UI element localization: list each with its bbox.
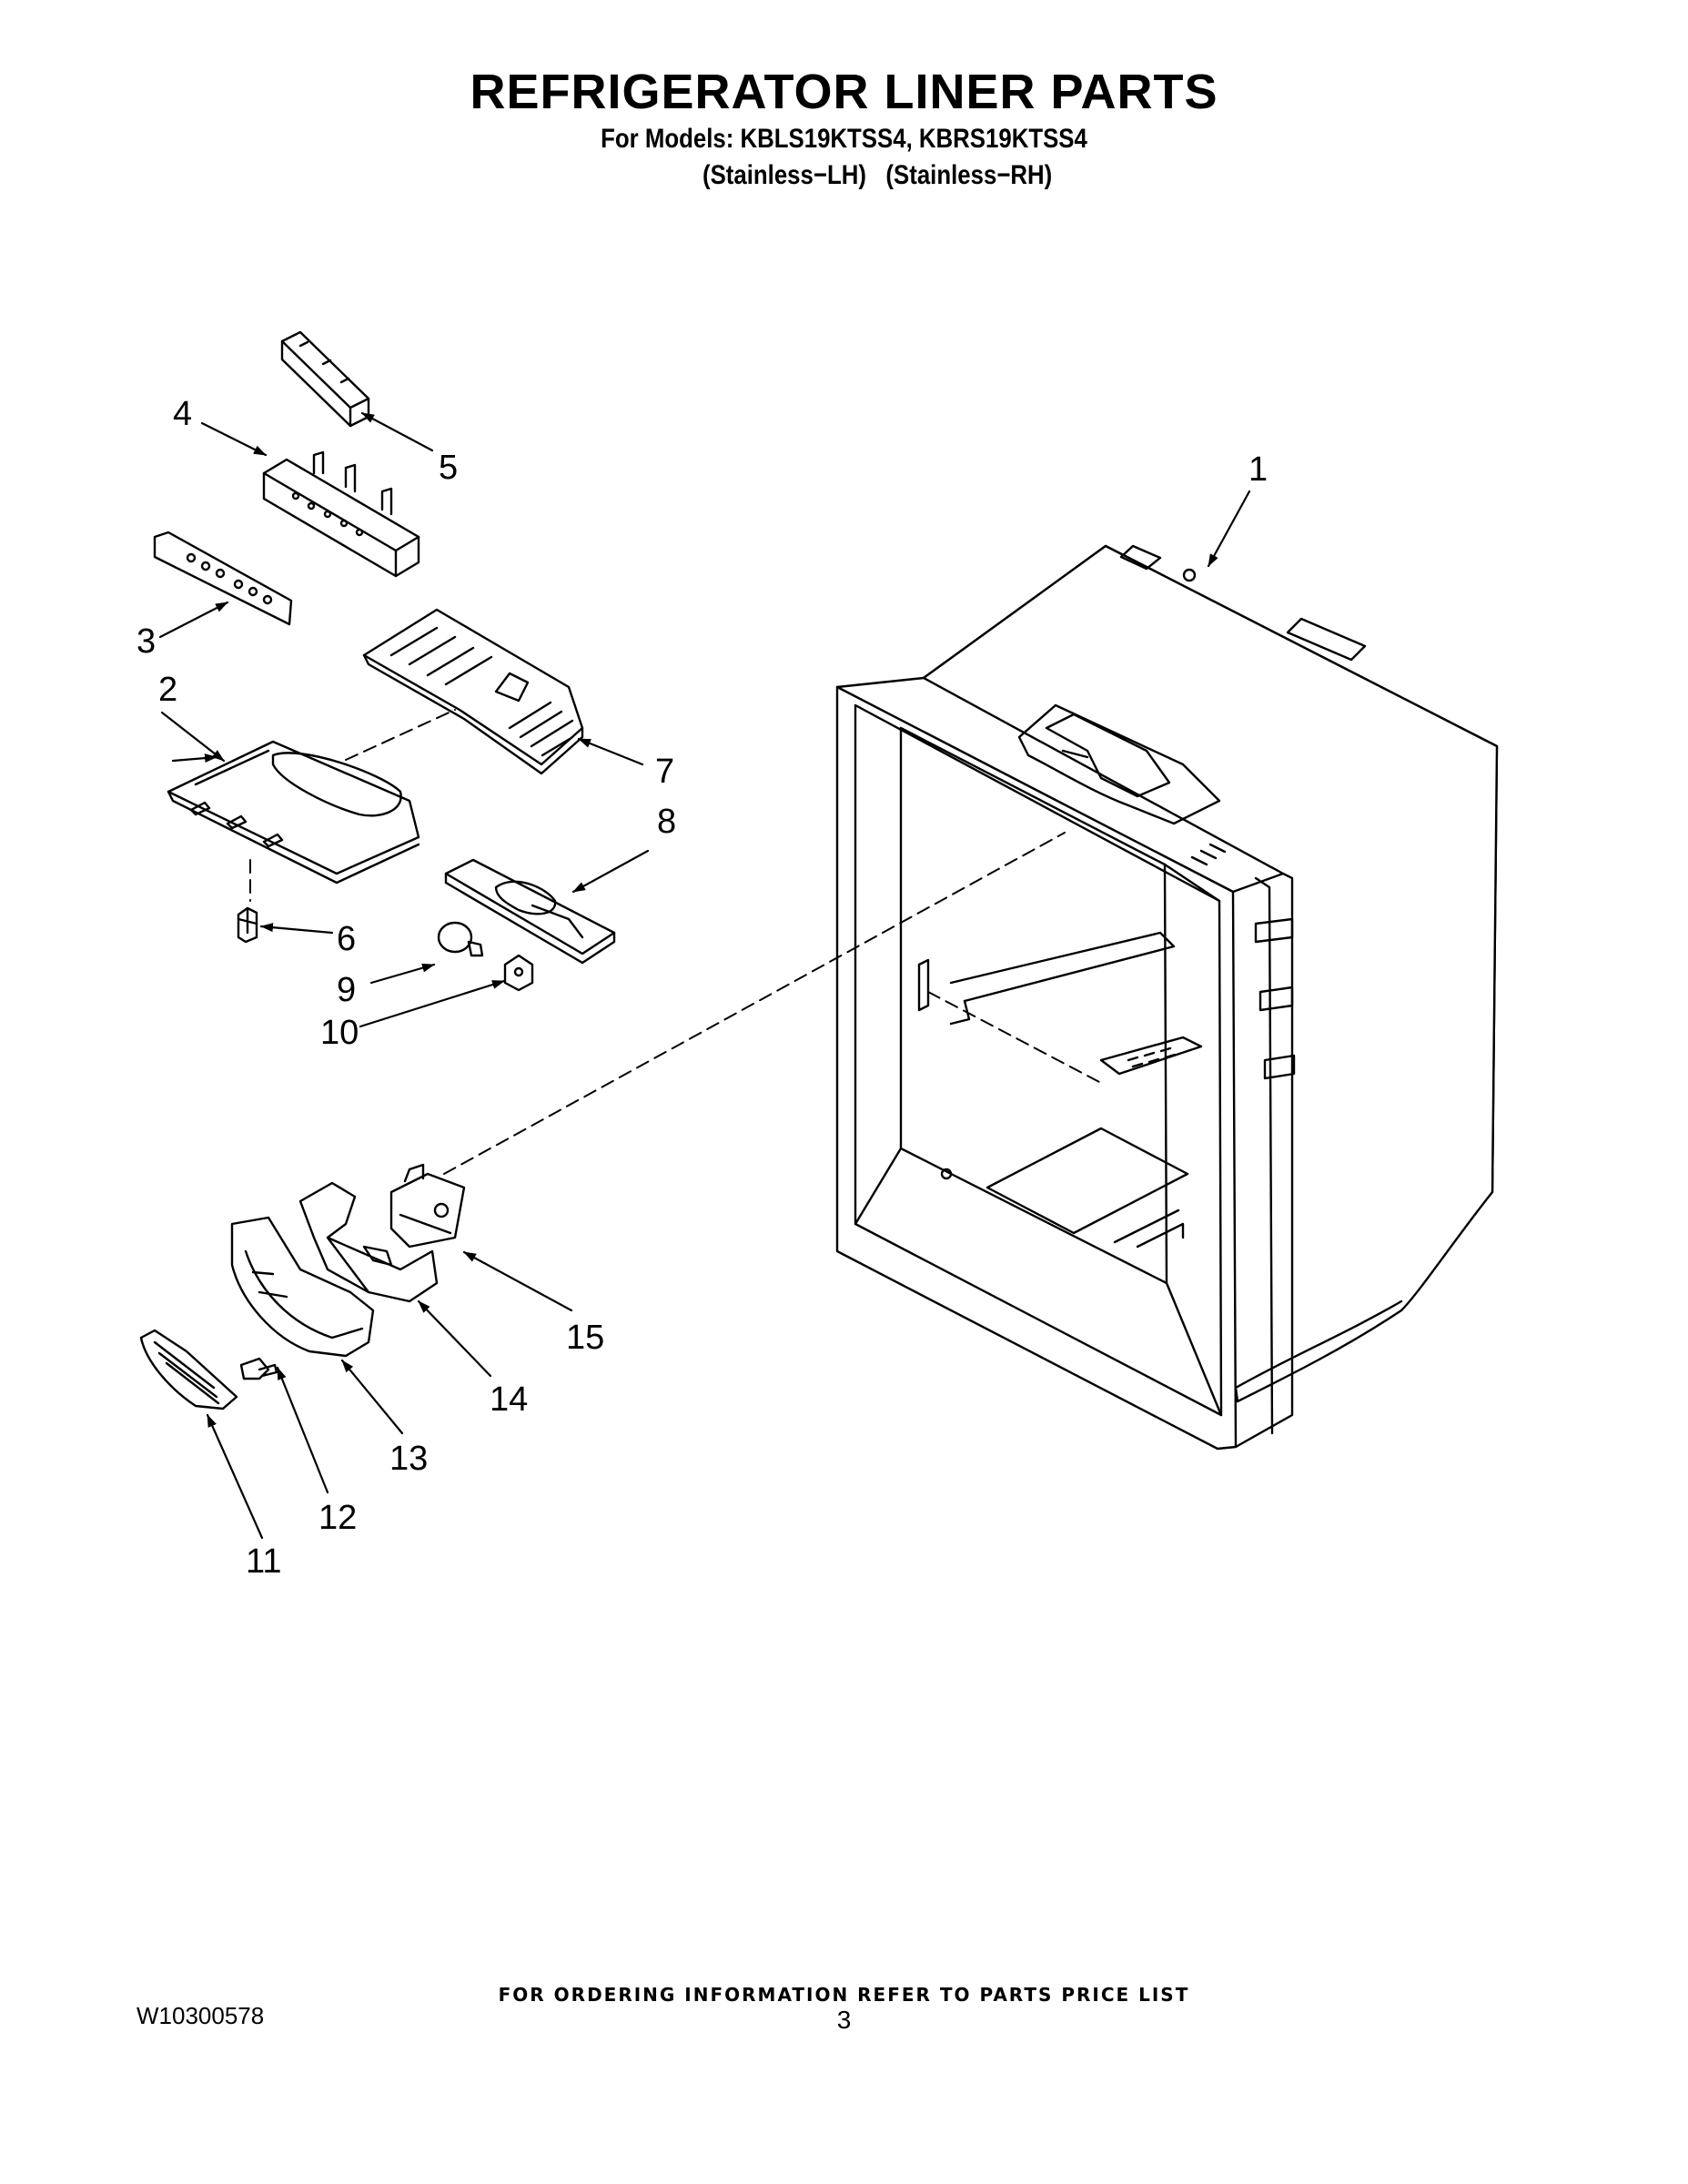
callout-7: 7: [655, 753, 674, 791]
part-6: [237, 906, 258, 944]
part-11: [139, 1329, 238, 1410]
part-5: [280, 330, 370, 428]
part-14: [298, 1181, 439, 1303]
part-2: [167, 740, 420, 885]
callout-13: 13: [389, 1440, 428, 1478]
part-4: [262, 450, 420, 578]
callout-15: 15: [566, 1319, 604, 1357]
callout-9: 9: [337, 971, 356, 1009]
leader-arrows: [158, 411, 1251, 1540]
page-number: 3: [836, 2006, 852, 2034]
callout-12: 12: [318, 1499, 357, 1537]
assembly-lines: [249, 709, 1102, 1175]
part-1-liner: [835, 544, 1499, 1451]
part-10: [503, 954, 534, 992]
callout-10: 10: [320, 1014, 359, 1052]
part-12: [239, 1357, 278, 1380]
callout-11: 11: [246, 1542, 281, 1581]
callout-6: 6: [337, 920, 356, 958]
callout-4: 4: [173, 395, 192, 433]
models-line: For Models: KBLS19KTSS4, KBRS19KTSS4: [601, 124, 1087, 154]
callout-3: 3: [136, 622, 156, 661]
part-13: [230, 1216, 375, 1358]
part-7: [362, 608, 584, 775]
part-9: [437, 921, 484, 957]
callout-14: 14: [490, 1380, 528, 1419]
document-number: W10300578: [136, 2002, 265, 2029]
callout-8: 8: [657, 803, 676, 841]
callout-5: 5: [439, 449, 458, 487]
part-8: [444, 858, 616, 965]
ordering-note: FOR ORDERING INFORMATION REFER TO PARTS …: [498, 1984, 1190, 2006]
variants-line: (Stainless−LH) (Stainless−RH): [702, 160, 1053, 190]
callout-1: 1: [1248, 450, 1268, 489]
part-15: [389, 1163, 466, 1249]
callout-2: 2: [158, 671, 177, 709]
part-3: [153, 531, 293, 626]
page-title: REFRIGERATOR LINER PARTS: [470, 65, 1218, 119]
